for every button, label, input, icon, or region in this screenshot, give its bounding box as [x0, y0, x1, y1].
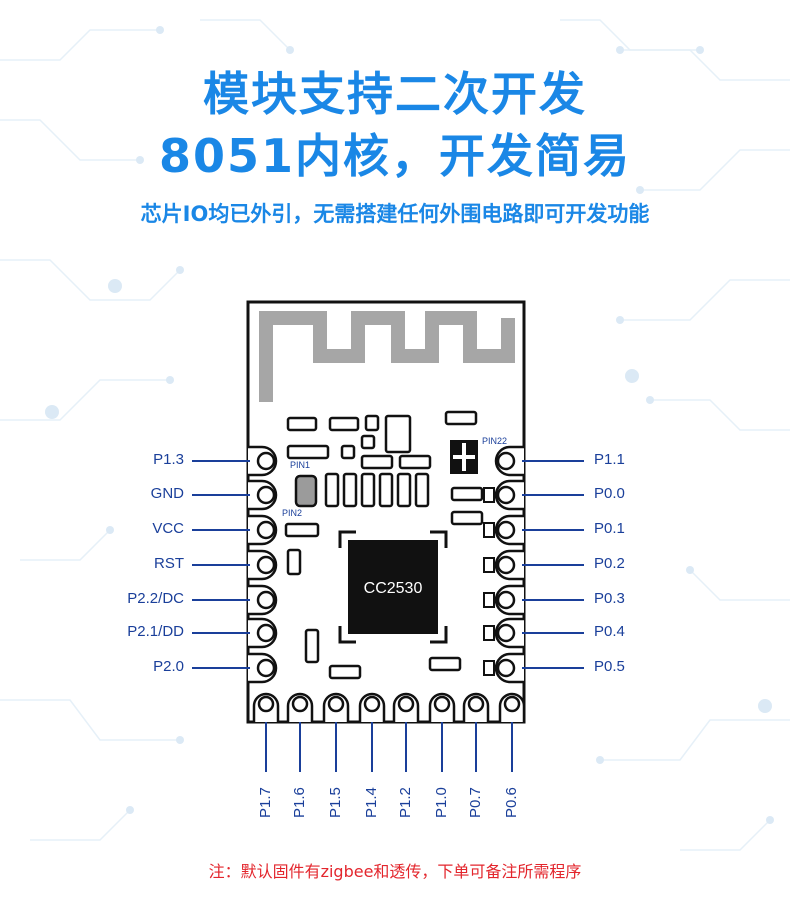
left-pin-label: GND: [150, 485, 184, 502]
pin1-pad: [294, 474, 318, 508]
right-pad: [483, 652, 524, 684]
left-pin-label: VCC: [152, 520, 184, 537]
bottom-pin-label: P1.0: [433, 787, 450, 818]
right-pin-label: P0.2: [594, 555, 625, 572]
right-pad: [483, 514, 524, 546]
left-pin-label: P2.0: [153, 658, 184, 675]
left-pads: [248, 445, 278, 684]
left-pad: [248, 549, 278, 581]
left-pin-label: P2.1/DD: [127, 623, 184, 640]
right-pin-label: P0.3: [594, 590, 625, 607]
headline-line2: 8051内核，开发简易: [158, 129, 632, 183]
bottom-pin-label: P1.2: [397, 787, 414, 818]
pin1-label: PIN1: [290, 460, 310, 470]
right-pin-label: P0.5: [594, 658, 625, 675]
bottom-pin-label: P1.6: [291, 787, 308, 818]
bottom-pad: [392, 692, 420, 722]
footer-note: 注：默认固件有zigbee和透传，下单可备注所需程序: [208, 862, 582, 881]
bottom-pad: [358, 692, 386, 722]
left-pin-label: RST: [154, 555, 184, 572]
bottom-pad: [252, 692, 280, 722]
left-pad: [248, 584, 278, 616]
pin-leader-lines: [192, 460, 584, 772]
left-pad: [248, 617, 278, 649]
antenna-trace: [259, 311, 515, 400]
right-pin-label: P0.0: [594, 485, 625, 502]
right-pin-label: P1.1: [594, 451, 625, 468]
right-pads: [483, 445, 524, 684]
bottom-pin-label: P1.4: [363, 787, 380, 818]
left-pad: [248, 445, 278, 477]
left-pin-label: P2.2/DC: [127, 590, 184, 607]
bottom-pin-label: P0.6: [503, 787, 520, 818]
right-pad: [483, 617, 524, 649]
bottom-pin-label: P0.7: [467, 787, 484, 818]
cc2530-chip: [348, 540, 438, 634]
left-pad: [248, 652, 278, 684]
right-pin-label: P0.4: [594, 623, 625, 640]
pin2-label: PIN2: [282, 508, 302, 518]
right-pad: [483, 549, 524, 581]
chip-label: CC2530: [364, 580, 423, 597]
bottom-pad: [498, 692, 526, 722]
bottom-pad: [322, 692, 350, 722]
bottom-pad: [428, 692, 456, 722]
left-pad: [248, 514, 278, 546]
right-pin-label: P0.1: [594, 520, 625, 537]
subtitle: 芯片IO均已外引，无需搭建任何外围电路即可开发功能: [140, 202, 650, 226]
bottom-pin-label: P1.5: [327, 787, 344, 818]
bottom-pin-label: P1.7: [257, 787, 274, 818]
bottom-pad: [462, 692, 490, 722]
bottom-pad: [286, 692, 314, 722]
left-pin-label: P1.3: [153, 451, 184, 468]
right-pad: [483, 584, 524, 616]
pin22-label: PIN22: [482, 436, 507, 446]
left-pad: [248, 479, 278, 511]
headline-line1: 模块支持二次开发: [203, 67, 587, 121]
right-pad: [483, 479, 524, 511]
right-pad: [494, 445, 524, 477]
bottom-pads: [252, 692, 526, 722]
